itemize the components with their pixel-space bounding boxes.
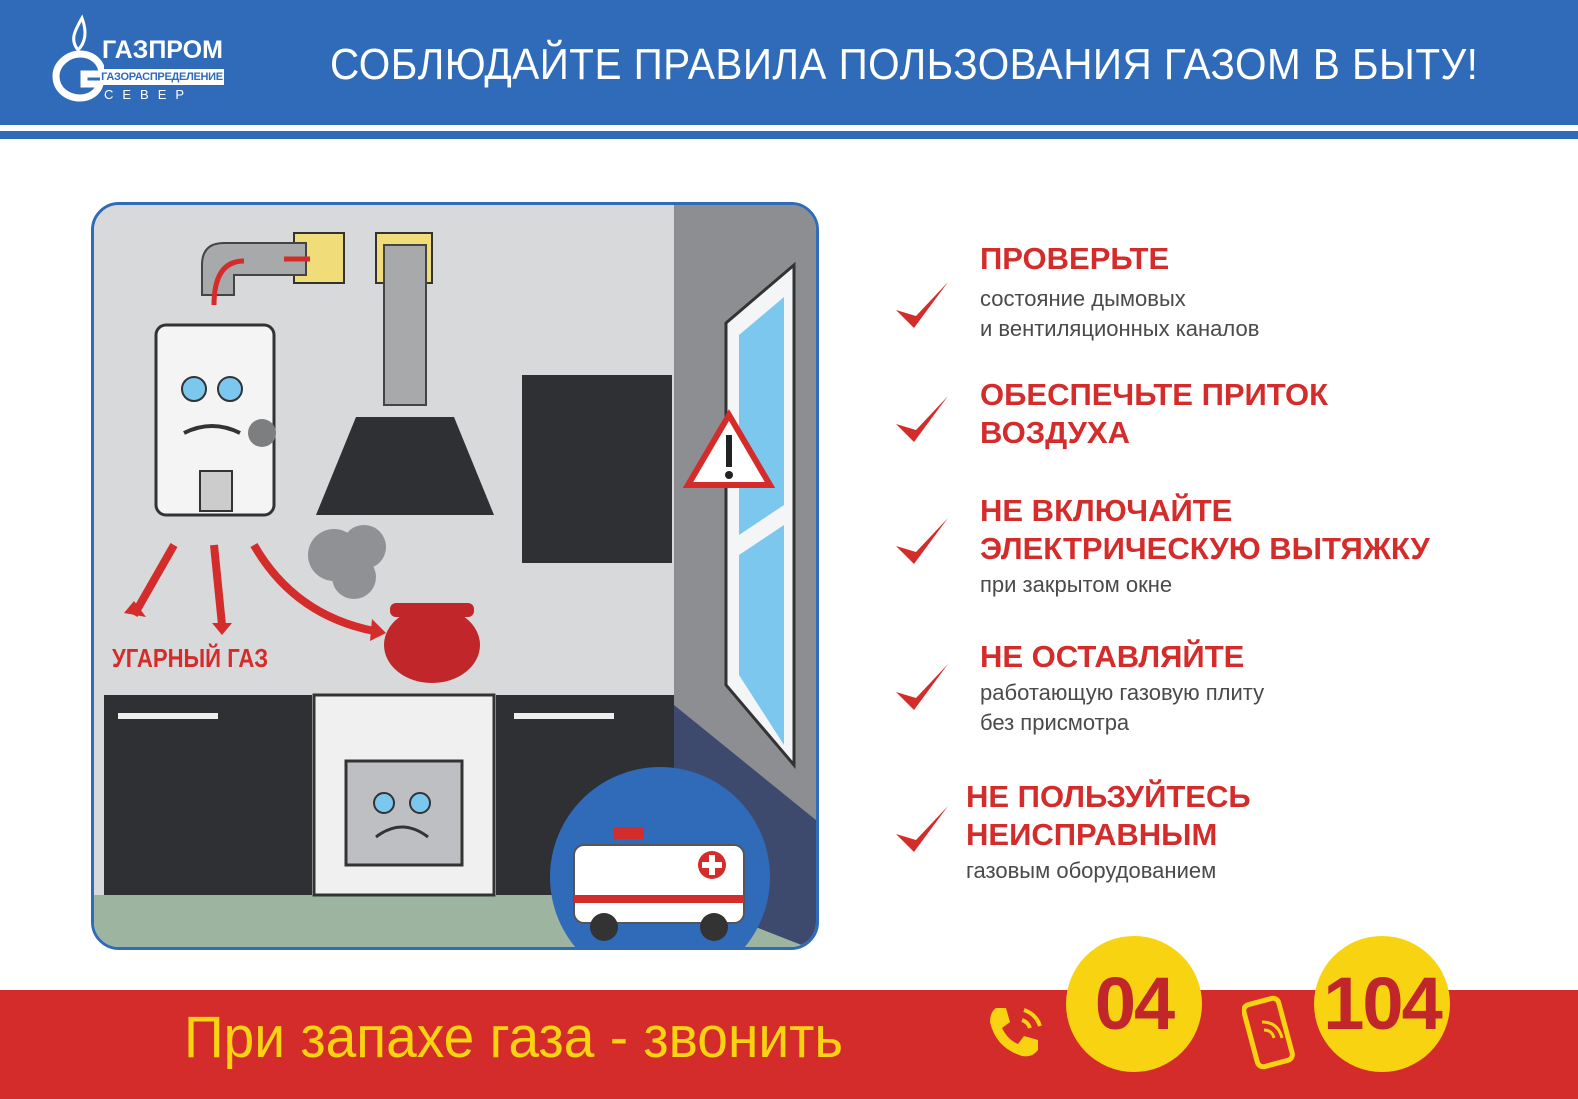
rule-description: состояние дымовых — [980, 286, 1186, 311]
carbon-monoxide-label: УГАРНЫЙ ГАЗ — [112, 643, 269, 673]
check-icon — [896, 664, 948, 710]
rule-heading: НЕ ОСТАВЛЯЙТЕ — [980, 639, 1245, 674]
mobile-emergency-number[interactable]: 104 — [1314, 936, 1450, 1072]
rule-heading: НЕ ВКЛЮЧАЙТЕ — [980, 493, 1233, 528]
rule-description: газовым оборудованием — [966, 858, 1217, 883]
ambulance-icon — [573, 827, 745, 941]
check-icon — [896, 518, 948, 564]
rule-heading: ПРОВЕРЬТЕ — [980, 241, 1170, 276]
header-bar: ГАЗПРОМ ГАЗОРАСПРЕДЕЛЕНИЕ СЕВЕР СОБЛЮДАЙ… — [0, 0, 1578, 125]
rule-description: работающую газовую плиту — [980, 680, 1265, 705]
rule-heading: НЕ ПОЛЬЗУЙТЕСЬ — [966, 779, 1251, 814]
rule-description: при закрытом окне — [980, 572, 1173, 597]
logo-region: СЕВЕР — [104, 87, 194, 102]
kitchen-scene — [94, 205, 816, 947]
header-stripe — [0, 131, 1578, 139]
kitchen-illustration: УГАРНЫЙ ГАЗ — [91, 202, 819, 950]
landline-emergency-number[interactable]: 04 — [1066, 936, 1202, 1072]
logo-brand: ГАЗПРОМ — [102, 36, 223, 64]
logo-subtitle: ГАЗОРАСПРЕДЕЛЕНИЕ — [100, 69, 224, 85]
rule-heading: ОБЕСПЕЧЬТЕ ПРИТОК — [980, 377, 1329, 412]
rule-heading: ВОЗДУХА — [980, 415, 1130, 450]
rule-heading: ЭЛЕКТРИЧЕСКУЮ ВЫТЯЖКУ — [980, 531, 1430, 566]
mobile-phone-icon — [1242, 995, 1295, 1070]
check-icon — [896, 806, 948, 852]
rule-heading: НЕИСПРАВНЫМ — [966, 817, 1218, 852]
check-icon — [896, 396, 948, 442]
phone-icon — [990, 1008, 1042, 1057]
page-title: СОБЛЮДАЙТЕ ПРАВИЛА ПОЛЬЗОВАНИЯ ГАЗОМ В Б… — [330, 40, 1479, 89]
rule-description: и вентиляционных каналов — [980, 316, 1260, 341]
gazprom-flame-icon — [52, 14, 104, 102]
rule-description: без присмотра — [980, 710, 1130, 735]
footer-text: При запахе газа - звонить — [184, 1005, 844, 1070]
check-icon — [896, 282, 948, 328]
gazprom-logo: ГАЗПРОМ ГАЗОРАСПРЕДЕЛЕНИЕ СЕВЕР — [44, 14, 234, 104]
